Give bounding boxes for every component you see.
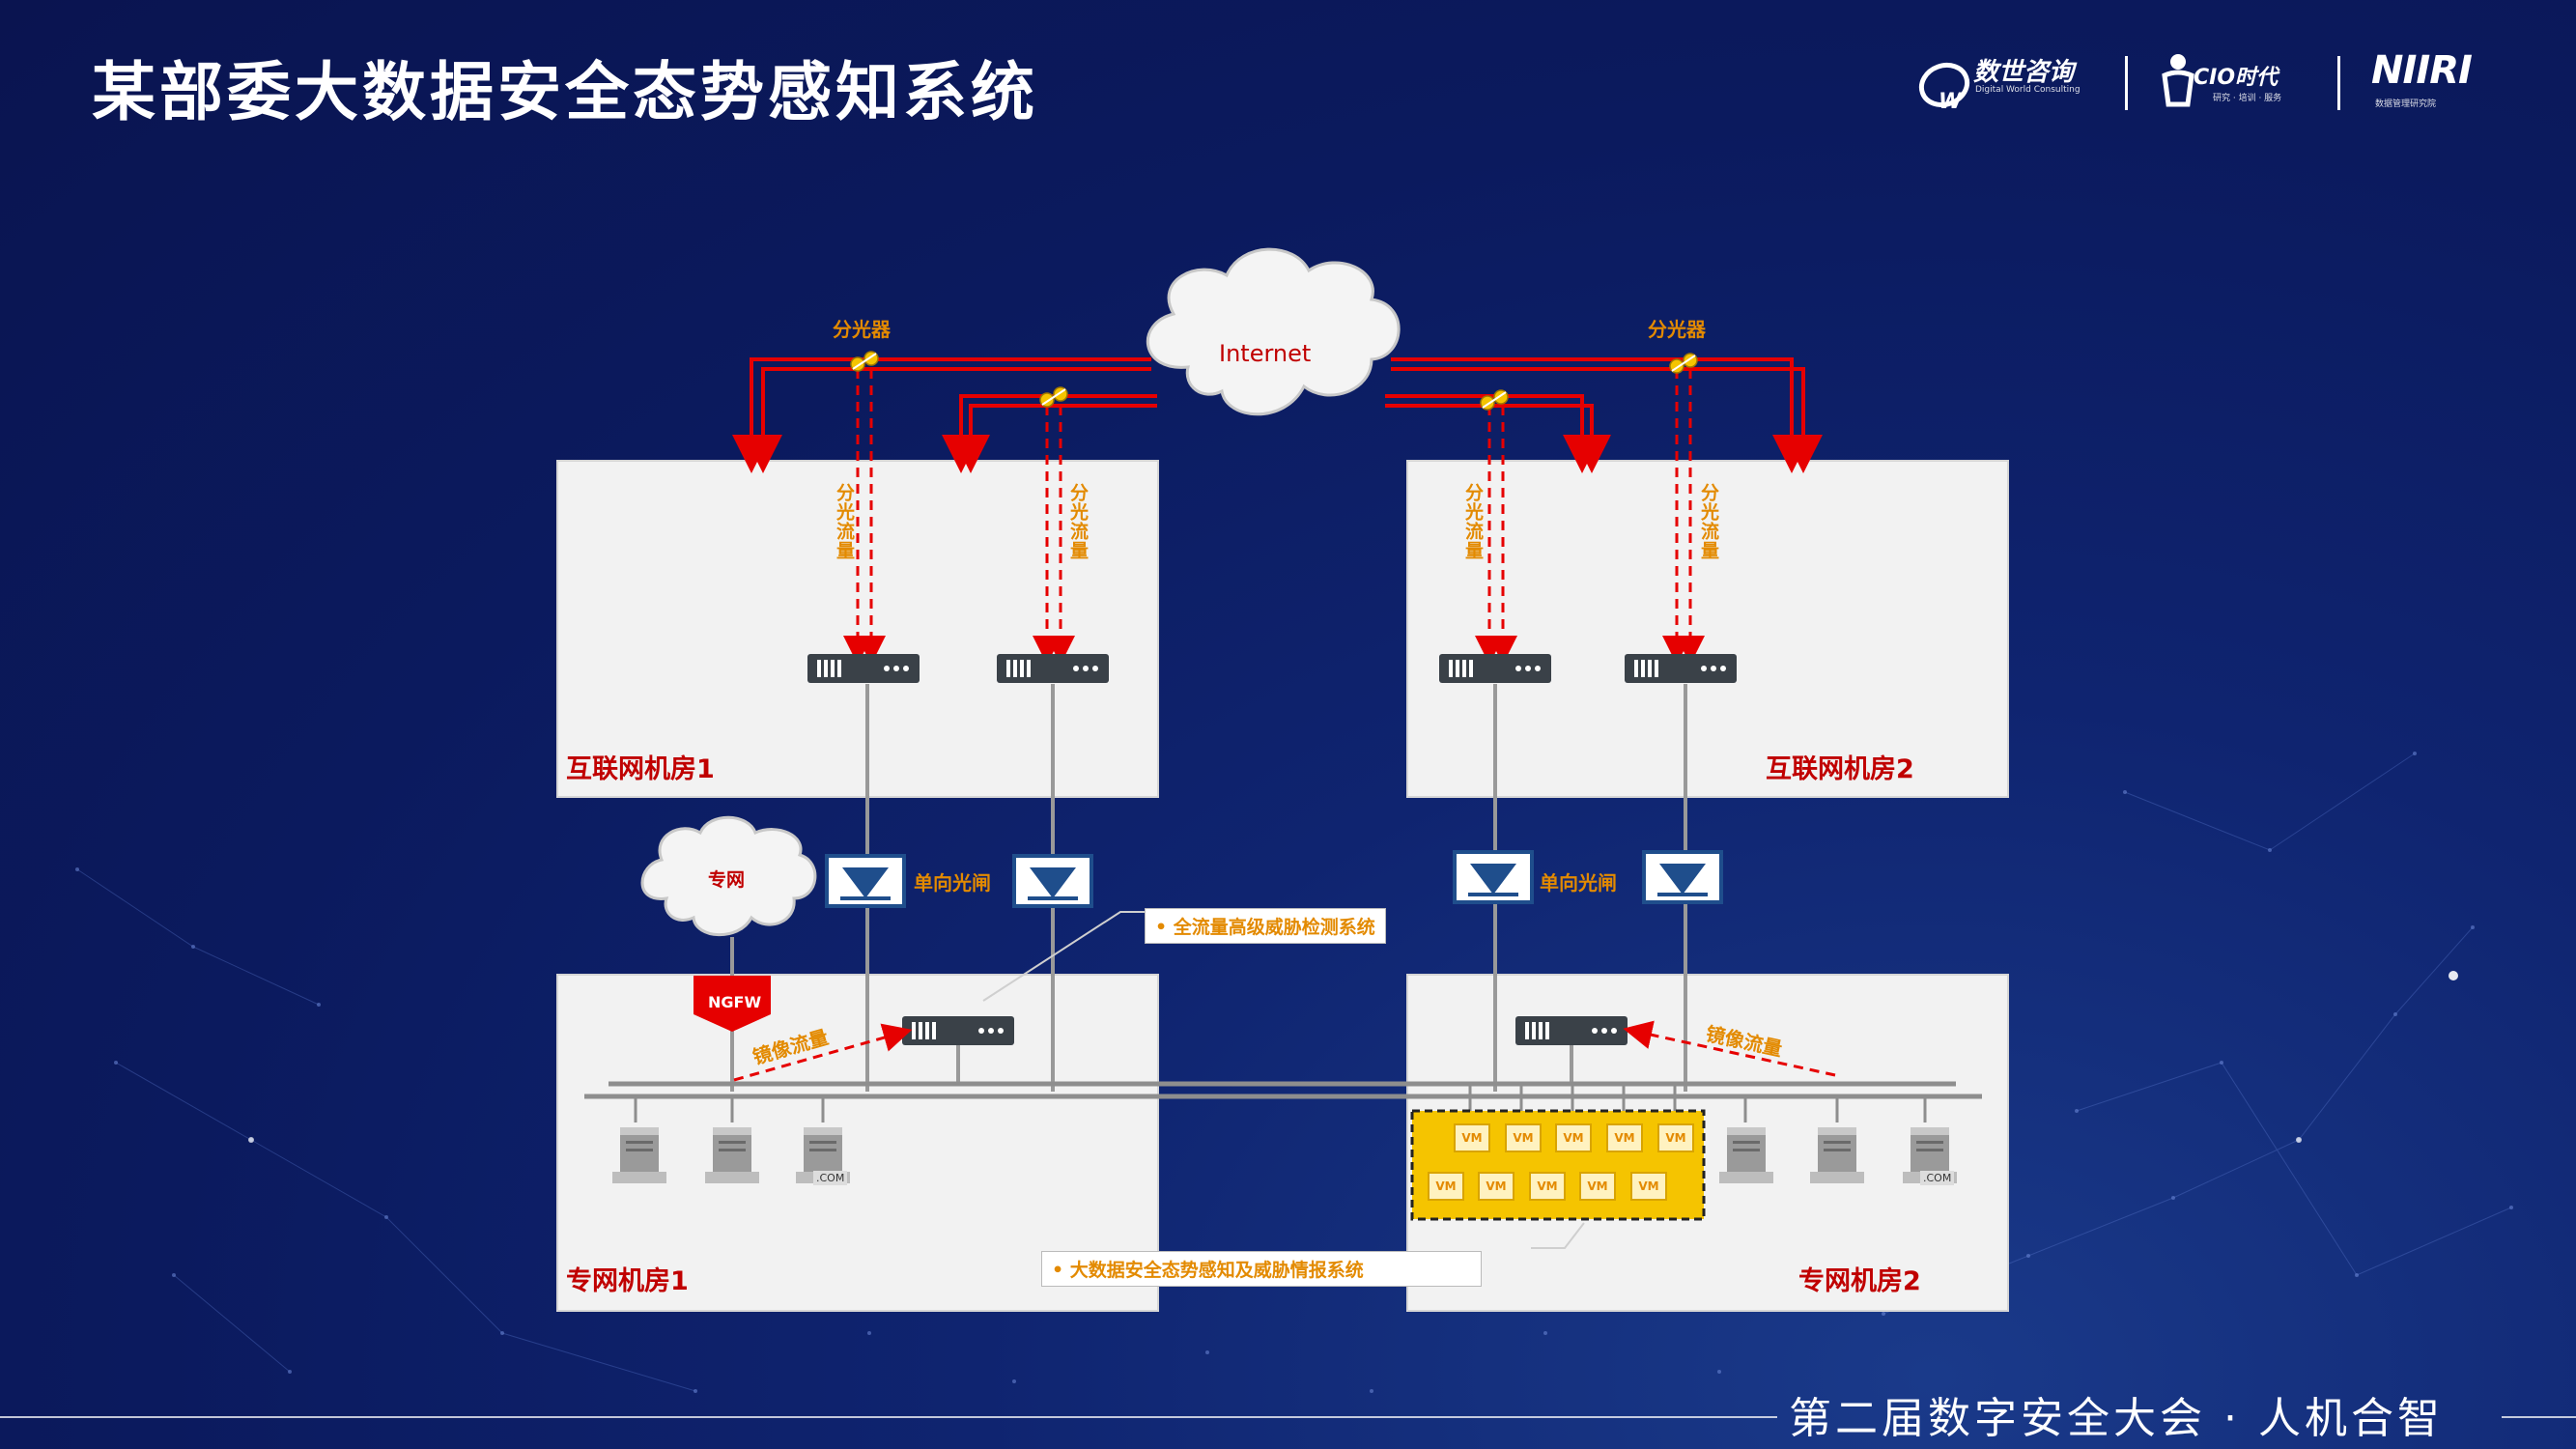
- splitter-label: 分光器: [1648, 318, 1706, 341]
- mirror-traffic-lines: [733, 1020, 1836, 1082]
- private-room-2-label: 专网机房2: [1798, 1266, 1921, 1296]
- full-traffic-callout-text: 全流量高级威胁检测系统: [1173, 917, 1375, 938]
- one-way-gate-label: 单向光闸: [1540, 871, 1617, 895]
- bus-drops: [634, 1084, 1927, 1122]
- one-way-gate-label: 单向光闸: [914, 871, 991, 895]
- cio-logo: CIO时代 研究 · 培训 · 服务: [2159, 46, 2313, 124]
- probe-device-icon: [1439, 654, 1551, 683]
- niiri-logo-icon: NIIRI: [2371, 48, 2473, 93]
- cio-logo-icon: [2162, 54, 2194, 107]
- niiri-logo-sub: 数据管理研究院: [2375, 99, 2437, 109]
- ngfw-label: NGFW: [708, 993, 762, 1011]
- split-traffic-label: 分光流量: [1462, 483, 1484, 560]
- callout-leaders: [982, 911, 1585, 1249]
- com-badge: .COM: [1920, 1171, 1955, 1185]
- vm-cell: VM: [1478, 1172, 1514, 1201]
- vm-cell: VM: [1630, 1172, 1667, 1201]
- big-data-callout: • 大数据安全态势感知及威胁情报系统: [1041, 1251, 1482, 1287]
- internet-label: Internet: [1219, 340, 1312, 367]
- big-data-callout-text: 大数据安全态势感知及威胁情报系统: [1069, 1260, 1364, 1281]
- one-way-gate-icon: [1012, 854, 1093, 908]
- dw-logo-icon: W: [1918, 62, 1970, 112]
- vm-cell: VM: [1505, 1123, 1542, 1152]
- private-net-label: 专网: [708, 869, 746, 891]
- network-bus: [584, 1081, 1982, 1099]
- private-net-cloud: [640, 815, 817, 937]
- server-icon: [1810, 1127, 1864, 1183]
- vm-cell: VM: [1579, 1172, 1616, 1201]
- logo-separator: [2337, 56, 2340, 110]
- footer-divider: [2502, 1416, 2576, 1418]
- internet-room-2-box: [1406, 460, 2009, 798]
- private-room-1-label: 专网机房1: [566, 1266, 689, 1296]
- ngfw-shield-icon: [694, 976, 771, 1032]
- threat-detection-device-icon: [902, 1016, 1014, 1045]
- internet-links: [732, 357, 1823, 473]
- full-traffic-callout: • 全流量高级威胁检测系统: [1145, 908, 1386, 944]
- niiri-logo: NIIRI 数据管理研究院: [2371, 46, 2506, 124]
- server-icon: [612, 1127, 666, 1183]
- vm-cell: VM: [1529, 1172, 1566, 1201]
- threat-detection-device-icon: [1515, 1016, 1628, 1045]
- split-traffic-lines: [843, 369, 1705, 665]
- internet-room-2-label: 互联网机房2: [1766, 754, 1914, 784]
- probe-device-icon: [807, 654, 920, 683]
- split-traffic-label: 分光流量: [1698, 483, 1719, 560]
- cio-logo-text: CIO时代: [2194, 66, 2279, 90]
- vm-cell: VM: [1454, 1123, 1490, 1152]
- svg-text:W: W: [1939, 90, 1964, 112]
- split-traffic-label: 分光流量: [834, 483, 855, 560]
- cio-logo-sub: 研究 · 培训 · 服务: [2213, 94, 2282, 103]
- one-way-gate-icon: [1642, 850, 1723, 904]
- dw-logo-text: 数世咨询: [1973, 58, 2075, 87]
- vm-cell: VM: [1657, 1123, 1694, 1152]
- probe-device-icon: [997, 654, 1109, 683]
- one-way-gate-icon: [1453, 850, 1534, 904]
- vm-cell: VM: [1555, 1123, 1592, 1152]
- internet-cloud: [1146, 247, 1401, 416]
- page-title: 某部委大数据安全态势感知系统: [92, 55, 1038, 129]
- splitter-label: 分光器: [833, 318, 891, 341]
- com-badge: .COM: [813, 1171, 848, 1185]
- server-icon: [705, 1127, 759, 1183]
- gray-links: [730, 684, 1687, 1092]
- dw-logo: W 数世咨询 Digital World Consulting: [1917, 46, 2091, 124]
- logo-bar: W 数世咨询 Digital World Consulting CIO时代 研究…: [1917, 46, 2506, 124]
- vm-cell: VM: [1428, 1172, 1464, 1201]
- probe-device-icon: [1625, 654, 1737, 683]
- one-way-gate-icon: [825, 854, 906, 908]
- internet-room-1-label: 互联网机房1: [566, 754, 715, 784]
- logo-separator: [2125, 56, 2128, 110]
- footer-text: 第二届数字安全大会 · 人机合智: [1789, 1394, 2444, 1443]
- vm-cell: VM: [1606, 1123, 1643, 1152]
- server-icon: [1719, 1127, 1773, 1183]
- split-traffic-label: 分光流量: [1067, 483, 1089, 560]
- dw-logo-sub: Digital World Consulting: [1975, 85, 2081, 95]
- footer-divider: [0, 1416, 1777, 1418]
